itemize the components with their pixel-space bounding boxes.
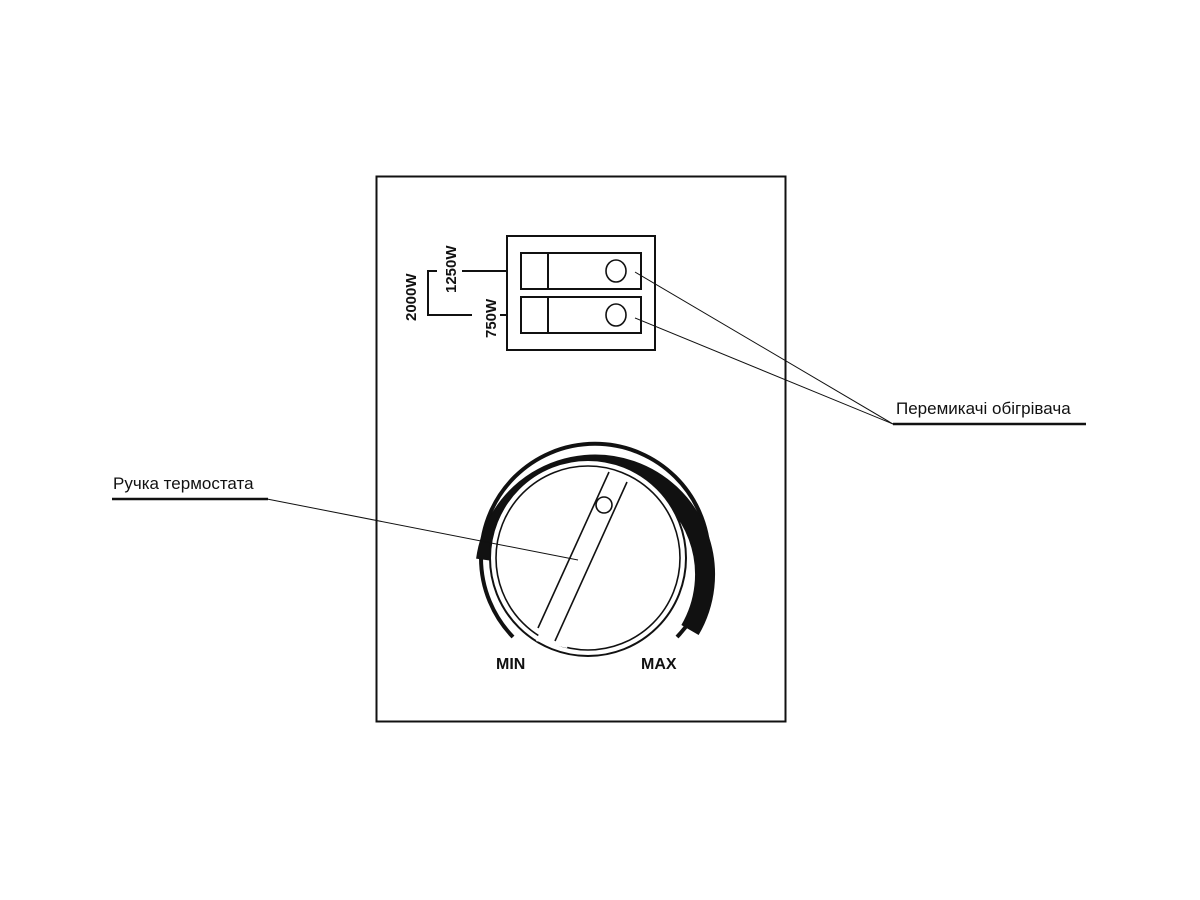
power-connector-lines: [427, 270, 507, 316]
thermostat-leader-line: [266, 498, 579, 561]
dial-min-label: MIN: [496, 656, 525, 673]
dial-max-label: MAX: [641, 656, 677, 673]
power-label-2000w: 2000W: [403, 273, 420, 321]
control-panel-frame: [375, 175, 787, 723]
power-label-750w: 750W: [483, 298, 500, 338]
switches-leader-lines: [634, 271, 894, 425]
switch-750w[interactable]: [520, 296, 642, 334]
switches-callout-label: Перемикачі обігрівача: [896, 399, 1071, 418]
thermostat-callout-label: Ручка термостата: [113, 474, 254, 493]
knob-grip-bar: [536, 470, 628, 648]
switch-1250w[interactable]: [520, 252, 642, 290]
thermostat-knob-inner-ring: [495, 465, 681, 651]
switch-housing: [506, 235, 656, 351]
switch-indicator-icon: [605, 259, 627, 283]
knob-position-marker-icon: [595, 496, 613, 514]
power-label-1250w: 1250W: [443, 245, 460, 293]
switch-indicator-icon: [605, 303, 627, 327]
